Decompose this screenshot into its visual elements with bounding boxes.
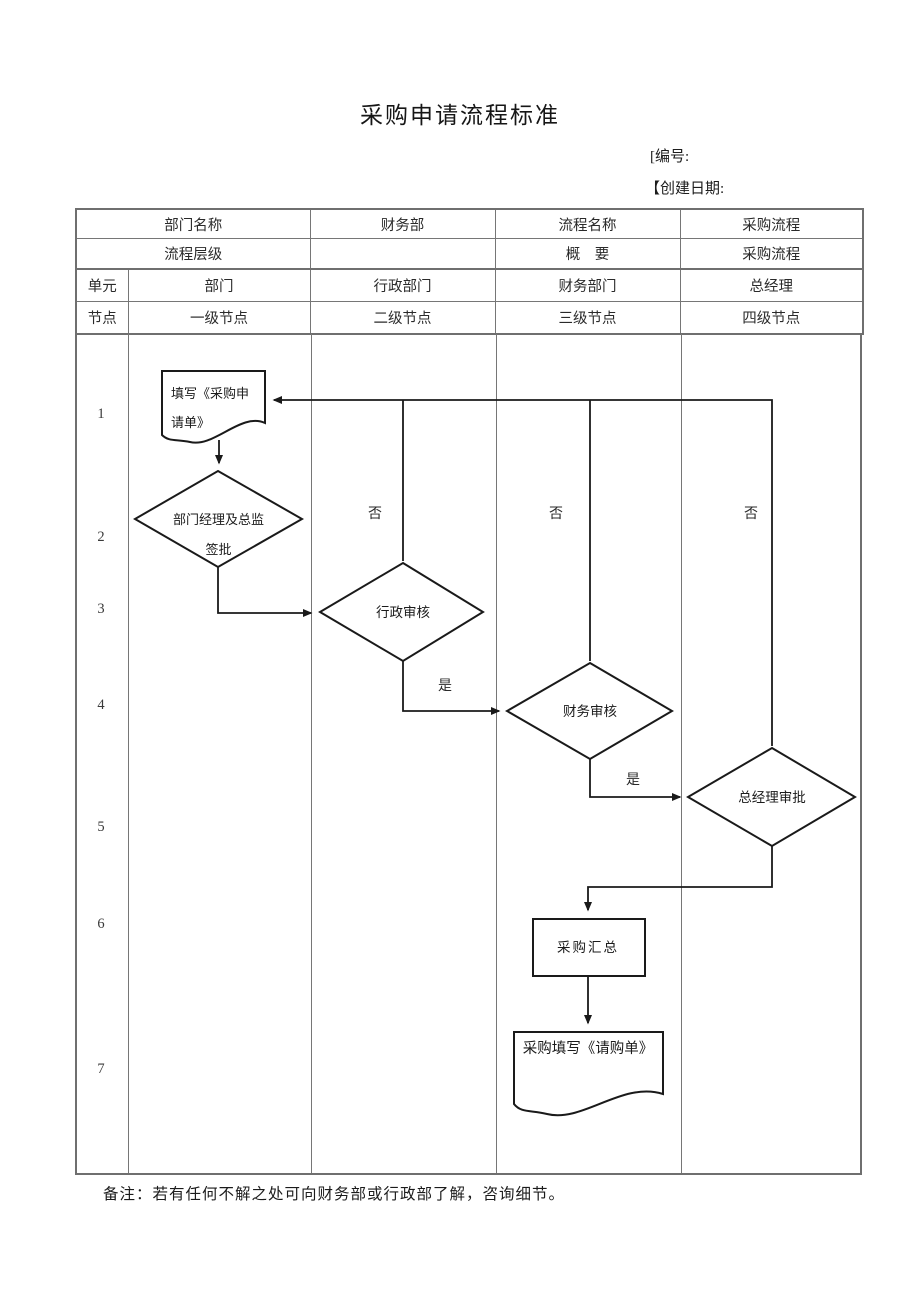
created-date-label: 【创建日期: (645, 181, 725, 197)
node-label-admin-review: 行政审核 (376, 605, 430, 620)
lane-divider (311, 334, 312, 1173)
cell-unit-header: 单元 (75, 268, 129, 302)
node-label-dept-manager-sign: 部门经理及总监签批 (172, 512, 264, 557)
cell-lane4-node: 四级节点 (679, 301, 864, 335)
cell-dept-name-label: 部门名称 (75, 208, 311, 239)
cell-summary-label: 概 要 (494, 238, 681, 270)
node-label-gm-approve: 总经理审批 (738, 790, 806, 805)
row-number-4: 4 (97, 697, 105, 713)
edge-label-yes-2: 是 (626, 773, 640, 788)
edge-label-no-1: 否 (368, 507, 382, 522)
lane-divider (496, 334, 497, 1173)
swimlane-area (75, 334, 862, 1175)
node-label-purchase-summary: 采购汇总 (557, 940, 619, 955)
footer-note: 备注：若有任何不解之处可向财务部或行政部了解，咨询细节。 (103, 1186, 566, 1203)
node-label-finance-review: 财务审核 (563, 704, 617, 719)
cell-lane2-node: 二级节点 (309, 301, 496, 335)
node-label-fill-purchase-order: 采购填写《请购单》 (522, 1041, 654, 1057)
table-row: 部门名称 财务部 流程名称 采购流程 (75, 208, 864, 239)
row-number-5: 5 (97, 819, 105, 835)
cell-lane4-unit: 总经理 (679, 268, 864, 302)
cell-process-level-label: 流程层级 (75, 238, 311, 270)
edge-label-no-3: 否 (744, 507, 758, 522)
table-row: 节点 一级节点 二级节点 三级节点 四级节点 (75, 301, 864, 335)
info-table: 部门名称 财务部 流程名称 采购流程 流程层级 概 要 采购流程 单元 部门 行… (75, 208, 864, 335)
row-number-3: 3 (97, 601, 105, 617)
table-row: 单元 部门 行政部门 财务部门 总经理 (75, 268, 864, 302)
doc-number-label: [编号: (650, 149, 690, 165)
cell-dept-name-value: 财务部 (309, 208, 496, 239)
lane-divider (681, 334, 682, 1173)
cell-summary-value: 采购流程 (679, 238, 864, 270)
lane-divider (128, 334, 129, 1173)
edge-label-yes-1: 是 (438, 679, 452, 694)
cell-lane1-node: 一级节点 (127, 301, 311, 335)
node-label-fill-request: 填写《采购申请单》 (171, 386, 250, 430)
cell-lane3-unit: 财务部门 (494, 268, 681, 302)
edge-label-no-2: 否 (549, 507, 563, 522)
cell-lane1-unit: 部门 (127, 268, 311, 302)
row-number-6: 6 (97, 916, 105, 932)
cell-process-name-label: 流程名称 (494, 208, 681, 239)
cell-node-header: 节点 (75, 301, 129, 335)
page-title: 采购申请流程标准 (360, 103, 560, 128)
row-number-1: 1 (97, 406, 105, 422)
row-number-2: 2 (97, 529, 105, 545)
table-row: 流程层级 概 要 采购流程 (75, 238, 864, 270)
cell-lane3-node: 三级节点 (494, 301, 681, 335)
cell-lane2-unit: 行政部门 (309, 268, 496, 302)
row-number-7: 7 (97, 1061, 105, 1077)
cell-process-name-value: 采购流程 (679, 208, 864, 239)
cell-process-level-value (309, 238, 496, 270)
